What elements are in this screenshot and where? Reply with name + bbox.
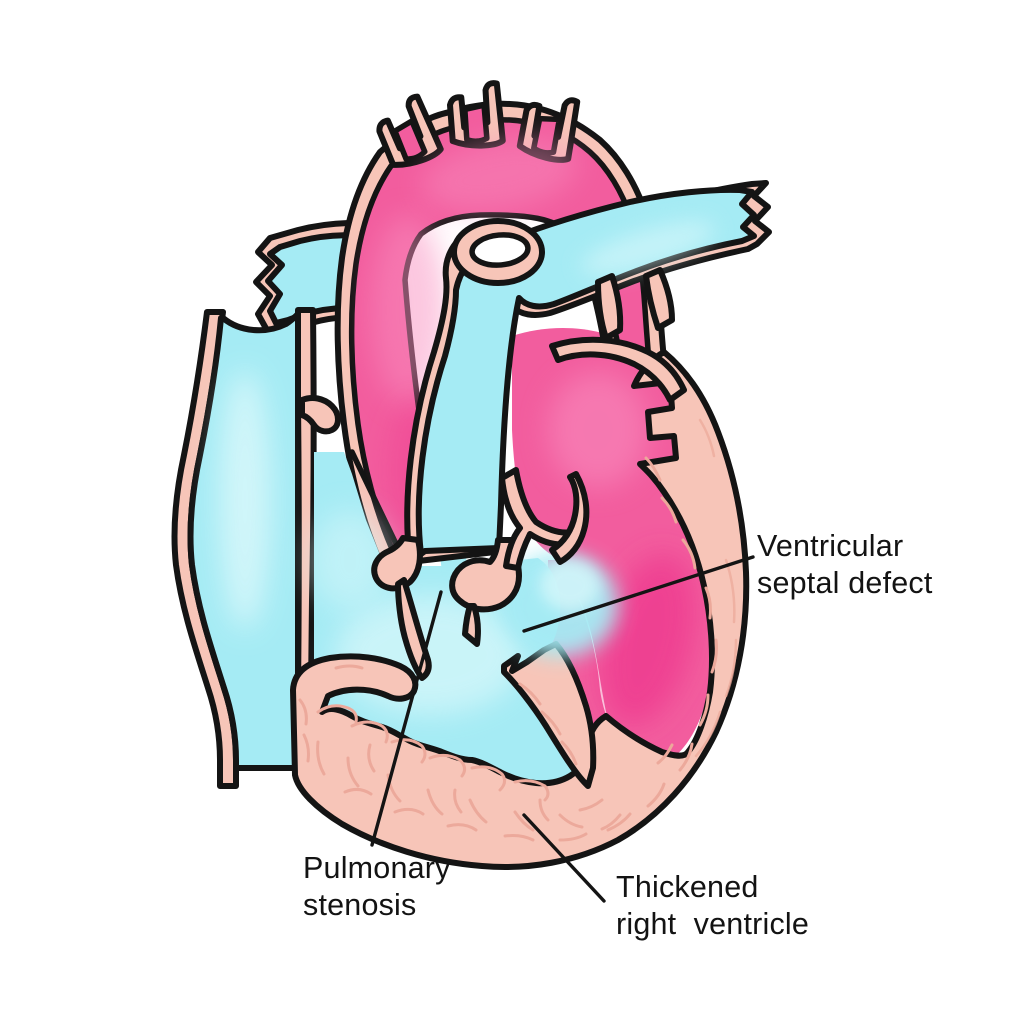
valve-leaflet-left-tail [395,577,432,681]
left-atrium-highlight [548,372,648,488]
label-pulmonary-stenosis-line2: stenosis [303,888,417,922]
labels: Ventricular septal defect Pulmonary sten… [303,529,933,941]
leader-thickened-right-ventricle [522,813,606,903]
pulmonary-artery [404,180,772,565]
label-thickened-rv-line2: right ventricle [616,907,809,941]
pulmonary-vein-stub-right [643,267,675,331]
aorta-branch-stub-1 [376,93,444,168]
aortic-valve-leaflets [499,467,590,571]
superior-vena-cava [171,307,341,789]
label-pulmonary-stenosis-line1: Pulmonary [303,851,451,885]
valve-leaflet-right-spike [462,603,481,647]
leader-lines [370,555,755,903]
leader-pulmonary-stenosis [370,590,443,847]
aorta-branch-stub-2 [446,80,506,149]
pulmonary-trunk-curl-opening [469,232,531,268]
valve-leaflet-right [449,537,522,613]
pulmonary-vein-stub-left [595,273,624,341]
valve-leaflet-left [371,535,423,592]
leader-ventricular-septal-defect [522,555,755,633]
svc-inlet-flap [299,395,341,435]
label-vsd-line2: septal defect [757,566,933,600]
epicardial-vessel-texture [694,418,738,758]
label-thickened-rv-line1: Thickened [616,870,759,904]
label-vsd-line1: Ventricular [757,529,903,563]
left-atrium-top-wall [549,336,687,403]
left-atrium-rim [549,267,687,403]
ventricular-septal-defect [502,553,618,657]
trabecular-texture [298,456,718,842]
pulmonary-valve-leaflets [371,535,522,681]
